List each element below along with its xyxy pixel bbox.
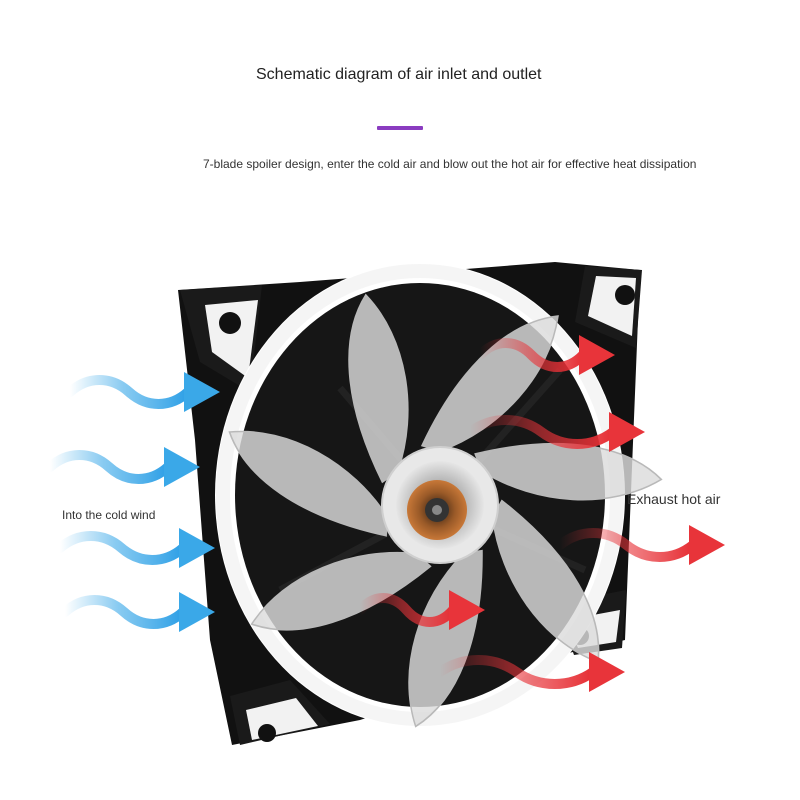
screw-hole-top-right xyxy=(615,285,635,305)
hot-air-arrow-icon xyxy=(435,652,625,692)
hot-air-arrow-icon xyxy=(355,590,485,630)
cold-air-arrows xyxy=(45,372,220,632)
fan-blade xyxy=(474,442,663,501)
title-accent-bar xyxy=(377,126,423,130)
diagram-subtitle: 7-blade spoiler design, enter the cold a… xyxy=(203,157,697,171)
cold-air-arrow-icon xyxy=(45,447,200,487)
cold-air-arrow-icon xyxy=(55,528,215,568)
screw-hole-top-left xyxy=(219,312,241,334)
hot-air-arrow-icon xyxy=(475,335,615,375)
label-hot-exhaust: Exhaust hot air xyxy=(627,491,721,507)
hot-air-arrow-icon xyxy=(555,525,725,565)
label-cold-inlet: Into the cold wind xyxy=(62,508,156,522)
fan-hub xyxy=(381,446,499,564)
screw-hole-bottom-left xyxy=(258,724,276,742)
hot-air-arrow-icon xyxy=(465,412,645,452)
diagram-title: Schematic diagram of air inlet and outle… xyxy=(256,66,542,83)
fan-blade xyxy=(348,293,409,484)
hot-air-arrows xyxy=(355,335,725,692)
fan-blade xyxy=(228,430,389,537)
cold-air-arrow-icon xyxy=(65,372,220,412)
cold-air-arrow-icon xyxy=(60,592,215,632)
rubber-pad-top-left xyxy=(205,300,258,378)
